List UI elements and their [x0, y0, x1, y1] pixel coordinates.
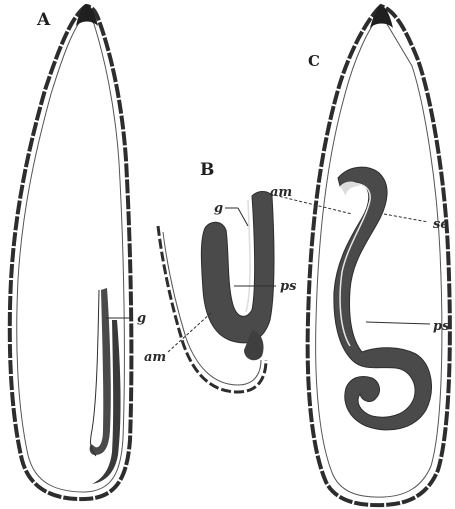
panel-c-am-label: am — [270, 185, 292, 200]
panel-c-se-leader — [384, 214, 428, 222]
panel-a-germ-band — [90, 288, 111, 455]
panel-a-label: A — [36, 10, 51, 30]
panel-c-se-label: se — [433, 217, 449, 232]
panel-b-am-label: am — [144, 350, 166, 365]
panel-c-egg — [308, 5, 450, 505]
panel-a-micropyle — [76, 4, 98, 26]
panel-c-ps-label: ps — [433, 319, 450, 334]
panel-a-germ-band-outline — [91, 290, 99, 456]
panel-c-shell — [308, 6, 450, 505]
panel-a-egg — [10, 4, 132, 499]
panel-b-g-top-label: g — [214, 201, 223, 216]
panel-b-label: B — [200, 160, 214, 180]
panel-c-germ-band — [334, 167, 432, 430]
panel-c-ps-leader — [366, 322, 430, 324]
panel-b-ps-label: ps — [280, 279, 297, 294]
panel-a-g-label: g — [137, 311, 146, 326]
panel-c-head-curl — [340, 182, 360, 197]
panel-b-g-top-leader2 — [238, 208, 248, 226]
panel-b-embryo — [158, 192, 274, 393]
panel-b-inner-line — [246, 200, 250, 312]
panel-c-label: C — [308, 52, 320, 70]
panel-b-germ-band — [201, 192, 274, 343]
